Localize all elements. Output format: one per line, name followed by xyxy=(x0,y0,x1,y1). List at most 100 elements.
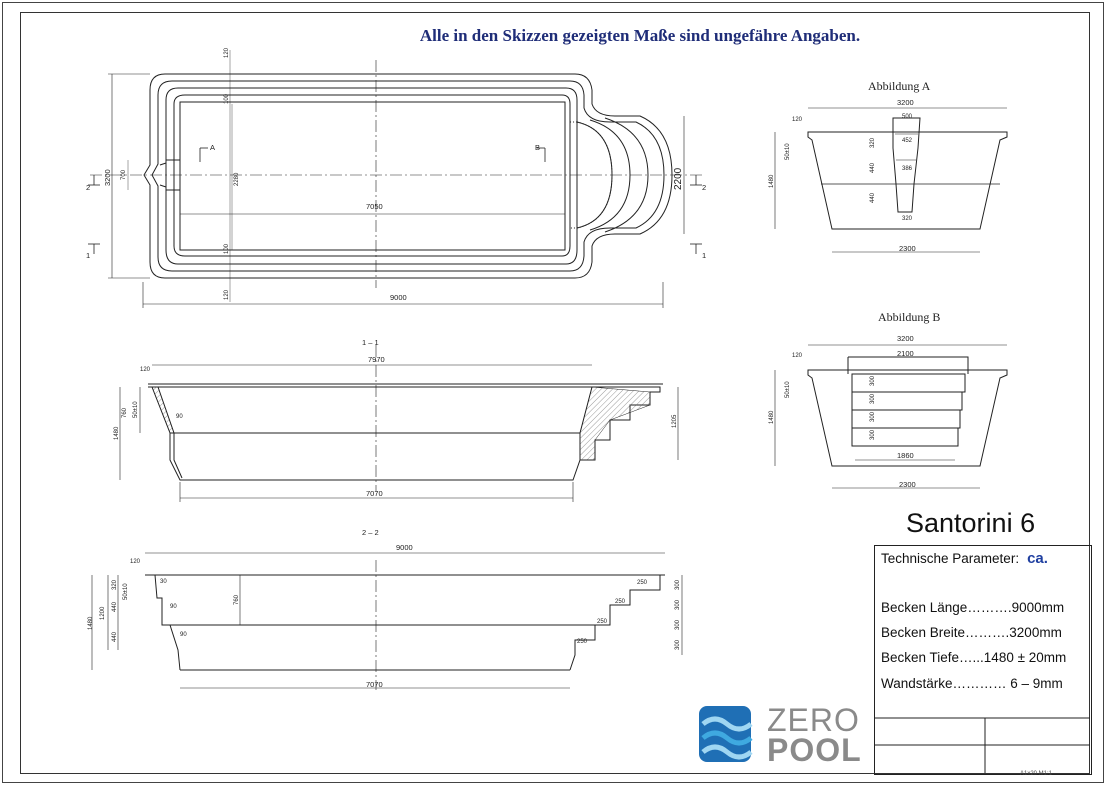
s22-label-250d: 250 xyxy=(577,639,588,645)
plan-label-2200: 2200 xyxy=(673,167,684,190)
plan-section-2-left: 2 xyxy=(86,183,90,192)
plan-outline-1 xyxy=(143,73,673,279)
figA-title: Abbildung A xyxy=(868,79,931,93)
s22-label-300d: 300 xyxy=(675,639,681,650)
s11-title: 1 – 1 xyxy=(362,338,379,347)
s11-label-1205: 1205 xyxy=(672,414,678,428)
figA-label-386: 386 xyxy=(902,166,913,172)
s22-label-320: 320 xyxy=(112,579,118,590)
figA-step-profile xyxy=(892,117,921,213)
plan-label-9000: 9000 xyxy=(390,293,407,302)
s11-label-90: 90 xyxy=(176,414,183,420)
plan-label-rim-top: 120 xyxy=(224,47,230,58)
plan-label-700: 700 xyxy=(121,169,127,180)
s22-label-440a: 440 xyxy=(112,601,118,612)
plan-view xyxy=(88,50,705,308)
section-2-2 xyxy=(91,552,683,690)
disclaimer-note: Alle in den Skizzen gezeigten Maße sind … xyxy=(419,26,861,45)
figA-label-500: 500 xyxy=(902,114,913,120)
plan-section-1-left: 1 xyxy=(86,251,90,260)
s22-label-250c: 250 xyxy=(597,619,608,625)
s22-label-90a: 90 xyxy=(170,604,177,610)
figA-label-3200: 3200 xyxy=(897,98,914,107)
figB-title: Abbildung B xyxy=(878,310,940,324)
s11-label-rim: 120 xyxy=(140,367,151,373)
plan-outline-3 xyxy=(165,87,578,265)
plan-label-rim-bottom: 100 xyxy=(224,243,230,254)
figure-a xyxy=(774,107,1008,253)
company-logo: ZERO POOL xyxy=(695,700,875,770)
s22-label-wall: 50±10 xyxy=(123,583,129,600)
plan-label-rim-top2: 100 xyxy=(224,93,230,104)
plan-outline-2 xyxy=(151,80,665,272)
product-name: Santorini 6 xyxy=(906,508,1036,538)
s11-label-wall: 50±10 xyxy=(133,401,139,418)
figB-label-rim: 120 xyxy=(792,353,803,359)
s22-label-300b: 300 xyxy=(675,599,681,610)
figB-label-wall: 50±10 xyxy=(785,381,791,398)
figA-label-452: 452 xyxy=(902,138,913,144)
plan-stairs-3 xyxy=(604,117,649,233)
param-width: Becken Breite……….3200mm xyxy=(881,625,1062,640)
s22-label-90b: 90 xyxy=(180,632,187,638)
figB-label-300a: 300 xyxy=(870,375,876,386)
figB-steps xyxy=(847,356,969,447)
plan-outline-4 xyxy=(173,94,571,257)
s11-label-7070: 7070 xyxy=(366,489,383,498)
s22-label-250b: 250 xyxy=(615,599,626,605)
plan-label-2280: 2280 xyxy=(234,172,240,186)
figA-label-1480: 1480 xyxy=(769,174,775,188)
inner-frame xyxy=(20,12,1090,774)
plan-left-step xyxy=(159,159,181,191)
s11-label-760: 760 xyxy=(122,407,128,418)
plan-label-7050: 7050 xyxy=(366,202,383,211)
s22-label-300c: 300 xyxy=(675,619,681,630)
scale-note: A1x20 M1:1 xyxy=(1020,771,1053,777)
plan-cut-a: A xyxy=(210,143,215,152)
s22-label-1480: 1480 xyxy=(88,616,94,630)
plan-label-3200: 3200 xyxy=(103,169,112,186)
param-length: Becken Länge……….9000mm xyxy=(881,600,1065,615)
s22-label-rim: 120 xyxy=(130,559,141,565)
s11-label-1480: 1480 xyxy=(114,426,120,440)
figB-label-2300: 2300 xyxy=(899,480,916,489)
param-depth: Becken Tiefe…...1480 ± 20mm xyxy=(881,650,1067,665)
s22-title: 2 – 2 xyxy=(362,528,379,537)
plan-cut-b: B xyxy=(535,143,540,152)
figure-b xyxy=(774,344,1008,489)
section-1-1 xyxy=(119,345,679,502)
figB-label-2100: 2100 xyxy=(897,349,914,358)
figA-label-440a: 440 xyxy=(870,162,876,173)
figA-profile xyxy=(807,131,1008,230)
s22-label-300a: 300 xyxy=(675,579,681,590)
figB-label-3200: 3200 xyxy=(897,334,914,343)
plan-label-rim-bottom2: 120 xyxy=(224,289,230,300)
figA-label-wall: 50±10 xyxy=(785,143,791,160)
figB-label-300c: 300 xyxy=(870,411,876,422)
plan-section-2-right: 2 xyxy=(702,183,706,192)
plan-section-1-right: 1 xyxy=(702,251,706,260)
s22-label-7070: 7070 xyxy=(366,680,383,689)
figA-label-320: 320 xyxy=(870,137,876,148)
params-label: Technische Parameter: xyxy=(881,551,1020,566)
figA-label-rim: 120 xyxy=(792,117,803,123)
s22-label-250a: 250 xyxy=(637,580,648,586)
s11-label-7970: 7970 xyxy=(368,355,385,364)
figB-profile xyxy=(807,369,1008,467)
logo-line-2: POOL xyxy=(767,732,862,768)
figA-label-440b: 440 xyxy=(870,192,876,203)
title-block: Technische Parameter: ca. Becken Länge………… xyxy=(874,545,1092,775)
logo-line-1: ZERO xyxy=(767,702,860,738)
figB-label-1480: 1480 xyxy=(769,410,775,424)
s22-label-1200: 1200 xyxy=(100,606,106,620)
s22-label-9000: 9000 xyxy=(396,543,413,552)
s22-label-760: 760 xyxy=(234,594,240,605)
params-heading: Technische Parameter: ca. xyxy=(881,550,1048,567)
s22-left-profile xyxy=(145,574,181,671)
params-ca: ca. xyxy=(1027,550,1048,567)
figB-label-300b: 300 xyxy=(870,393,876,404)
param-wall: Wandstärke………… 6 – 9mm xyxy=(881,676,1063,691)
